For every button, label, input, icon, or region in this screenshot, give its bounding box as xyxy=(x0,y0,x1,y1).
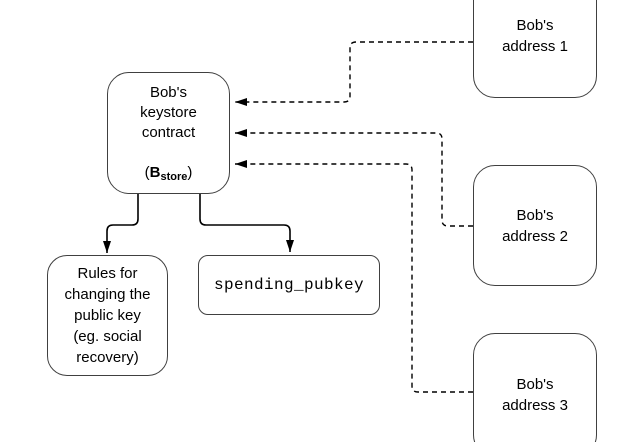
keystore-symbol-close: ) xyxy=(187,163,193,181)
keystore-node: Bob's keystore contract (Bstore) xyxy=(107,72,230,194)
address-node-1: Bob's address 1 xyxy=(473,0,597,98)
address-node-3: Bob's address 3 xyxy=(473,333,597,442)
connector-keystore-to-spending xyxy=(199,194,294,252)
keystore-symbol-main: B xyxy=(149,163,161,181)
connector-address3-to-keystore xyxy=(235,160,473,393)
spending-pubkey-node: spending_pubkey xyxy=(198,255,380,315)
keystore-symbol-sub: store xyxy=(160,170,188,183)
address-node-2: Bob's address 2 xyxy=(473,165,597,286)
address-label-1: Bob's address 1 xyxy=(502,17,568,55)
address-label-3: Bob's address 3 xyxy=(502,376,568,414)
keystore-title: Bob's keystore contract xyxy=(140,83,197,141)
address-label-2: Bob's address 2 xyxy=(502,206,568,245)
spending-pubkey-label: spending_pubkey xyxy=(213,276,365,294)
keystore-symbol-open: ( xyxy=(144,163,150,181)
rules-node: Rules for changing the public key (eg. s… xyxy=(47,255,168,376)
connector-address1-to-keystore xyxy=(235,41,473,106)
connector-keystore-to-rules xyxy=(103,194,139,253)
rules-label: Rules for changing the public key (eg. s… xyxy=(64,265,151,366)
keystore-label: Bob's keystore contract (Bstore) xyxy=(140,63,197,204)
keystore-symbol: (Bstore) xyxy=(140,163,197,184)
connector-address2-to-keystore xyxy=(235,129,473,227)
